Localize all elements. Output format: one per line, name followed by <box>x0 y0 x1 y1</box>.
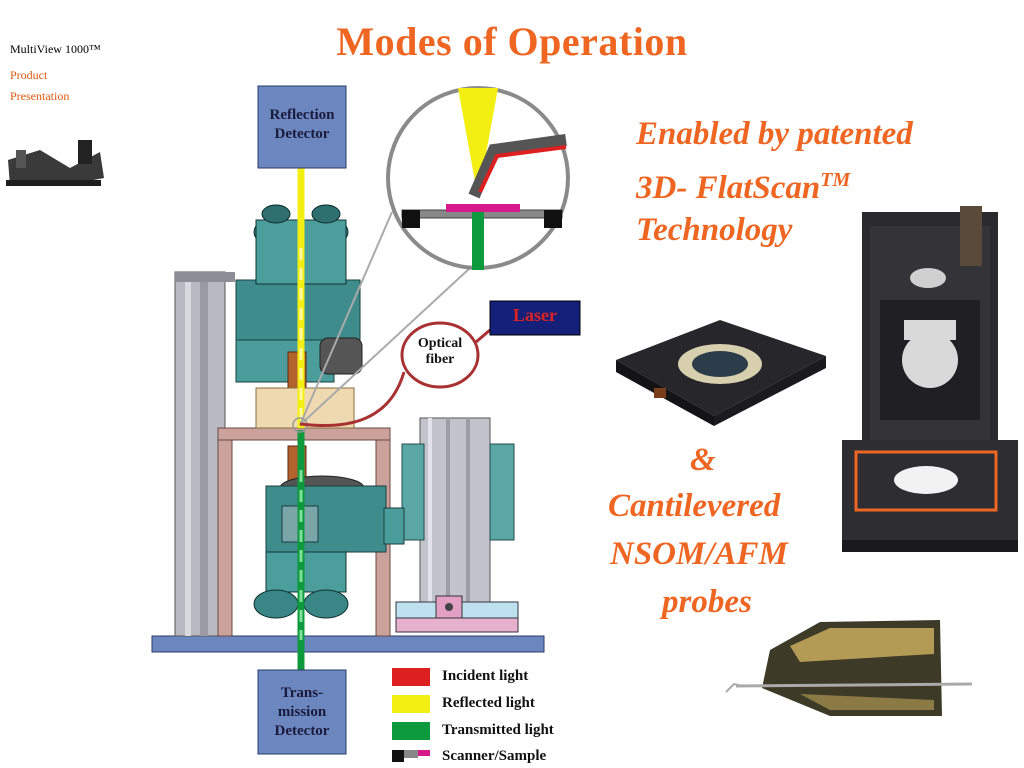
transmission-detector-line3: Detector <box>274 723 330 739</box>
product-thumbnail <box>6 140 104 186</box>
reflection-detector-line1: Reflection <box>269 107 335 123</box>
legend-swatch-scanner <box>392 750 430 762</box>
legend-swatch-transmitted <box>392 722 430 740</box>
legend-label-reflected: Reflected light <box>442 695 535 711</box>
patented-line3: Technology <box>636 212 793 248</box>
probes-line3: probes <box>662 584 752 620</box>
laser-label: Laser <box>513 305 557 325</box>
page-title: Modes of Operation <box>336 19 688 64</box>
subtitle-product: Product <box>10 68 48 82</box>
reflection-detector-line2: Detector <box>274 126 330 142</box>
transmission-detector-label: Trans- mission Detector <box>258 684 346 741</box>
transmission-detector-line2: mission <box>277 704 327 720</box>
stage-tower-photo <box>842 206 1018 552</box>
legend-label-incident: Incident light <box>442 668 529 684</box>
flatscan-text: 3D- FlatScan <box>636 170 821 206</box>
probes-line1: Cantilevered <box>608 488 781 524</box>
ampersand: & <box>690 442 716 478</box>
reflection-detector-label: Reflection Detector <box>258 106 346 144</box>
support-column <box>174 271 235 637</box>
zoom-line-left <box>299 211 393 426</box>
laser-box <box>489 300 581 336</box>
subtitle-presentation: Presentation <box>10 89 70 103</box>
zoom-inset <box>386 86 570 270</box>
scanner-plate-photo <box>616 320 826 426</box>
optical-fiber-callout <box>299 321 491 428</box>
legend-swatch-incident <box>392 668 430 686</box>
legend-label-transmitted: Transmitted light <box>442 722 554 738</box>
scanner-tower <box>395 417 519 633</box>
legend-label-scanner: Scanner/Sample <box>442 748 547 764</box>
patented-line1: Enabled by patented <box>636 116 913 152</box>
probes-line2: NSOM/AFM <box>610 536 788 572</box>
brand-label: MultiView 1000™ <box>10 42 101 56</box>
reflection-detector <box>257 85 347 169</box>
transmission-detector-line1: Trans- <box>280 685 324 701</box>
optical-fiber-line2: fiber <box>425 352 455 367</box>
transmission-detector <box>257 669 347 755</box>
table-base <box>151 635 545 653</box>
legend-swatch-reflected <box>392 695 430 713</box>
optical-fiber-line1: Optical <box>417 336 463 351</box>
patented-line2: 3D- FlatScanTM <box>636 160 850 208</box>
probe-photo <box>725 620 973 716</box>
zoom-line-right <box>299 267 471 426</box>
optical-fiber-label: Optical fiber <box>402 336 478 368</box>
trademark-sup: TM <box>820 169 851 191</box>
